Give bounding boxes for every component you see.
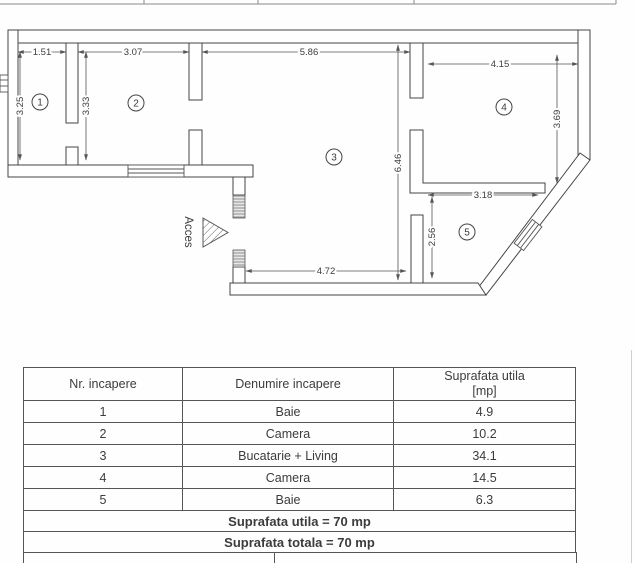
dim-label-2-56: 2.56	[427, 228, 438, 247]
dim-label-4-15: 4.15	[491, 59, 510, 70]
access-marker: Acces	[182, 216, 229, 248]
access-arrow-icon	[202, 217, 229, 248]
cell-room-area: 10.2	[393, 422, 576, 445]
window-left-wall	[0, 74, 9, 93]
dim-label-4-72: 4.72	[317, 266, 336, 277]
cropped-bottom-table-row	[23, 552, 577, 563]
access-label: Acces	[182, 216, 194, 248]
room-number-3: 3	[325, 148, 343, 166]
wall-top	[7, 29, 591, 44]
room-numbers: 1 2 3 4 5	[31, 93, 513, 241]
cell-room-area: 6.3	[393, 488, 576, 511]
table-row: 2 Camera 10.2	[23, 422, 576, 445]
room-number-5: 5	[458, 223, 476, 241]
cell-room-area: 14.5	[393, 466, 576, 489]
cell-room-nr: 2	[23, 422, 183, 445]
cell-room-name: Bucatarie + Living	[182, 444, 394, 467]
cell-room-nr: 5	[23, 488, 183, 511]
room-area-table: Nr. incapere Denumire incapere Suprafata…	[23, 367, 576, 553]
dim-label-3-33: 3.33	[81, 97, 92, 116]
total-totala-text: Suprafata totala = 70 mp	[23, 531, 576, 553]
cell-room-nr: 3	[23, 444, 183, 467]
svg-text:5: 5	[464, 228, 470, 239]
floor-plan-drawing: 1.51 3.07 5.86 4.15 3.25 3.33 6.46 3.69 …	[0, 0, 617, 296]
wall-entrance-upper	[232, 176, 246, 196]
room-number-4: 4	[495, 98, 513, 116]
cell-room-name: Camera	[182, 422, 394, 445]
dim-label-3-25: 3.25	[15, 97, 26, 116]
wall-entrance-lower	[232, 266, 246, 284]
cell-room-name: Baie	[182, 400, 394, 423]
header-denumire-incapere: Denumire incapere	[182, 367, 394, 401]
header-nr-incapere: Nr. incapere	[23, 367, 183, 401]
dim-label-6-46: 6.46	[393, 154, 404, 173]
total-totala-row: Suprafata totala = 70 mp	[23, 531, 576, 553]
table-row: 5 Baie 6.3	[23, 488, 576, 511]
table-row: 4 Camera 14.5	[23, 466, 576, 489]
door-post-top	[232, 194, 246, 219]
window-bottom-left-wall	[127, 164, 185, 178]
wall-right	[577, 29, 591, 161]
entrance-door-posts	[232, 194, 246, 268]
cropped-top-table-edge	[0, 0, 617, 5]
windows	[0, 74, 543, 252]
cell-room-area: 4.9	[393, 400, 576, 423]
wall-room3-room4-upper	[409, 42, 424, 99]
wall-room2-room3-stub	[188, 129, 203, 166]
svg-text:3: 3	[331, 153, 337, 164]
cell-room-nr: 1	[23, 400, 183, 423]
dim-label-1-51: 1.51	[33, 47, 52, 58]
window-diagonal-wall	[513, 218, 543, 252]
dim-label-3-18: 3.18	[474, 190, 493, 201]
cropped-row-divider	[274, 552, 275, 563]
svg-text:2: 2	[133, 99, 139, 110]
room-number-1: 1	[31, 93, 49, 111]
dim-label-3-07: 3.07	[124, 47, 143, 58]
cell-room-area: 34.1	[393, 444, 576, 467]
cell-room-name: Baie	[182, 488, 394, 511]
cell-room-name: Camera	[182, 466, 394, 489]
total-utila-row: Suprafata utila = 70 mp	[23, 510, 576, 532]
wall-room2-room3-upper	[188, 42, 203, 101]
door-post-bottom	[232, 249, 246, 268]
header-suprafata-utila: Suprafata utila [mp]	[393, 367, 576, 401]
table-row: 3 Bucatarie + Living 34.1	[23, 444, 576, 467]
wall-room3-room5	[410, 214, 424, 284]
dim-label-5-86: 5.86	[300, 47, 319, 58]
wall-room3-room4-lower	[409, 129, 546, 194]
svg-text:1: 1	[37, 98, 43, 109]
cell-room-nr: 4	[23, 466, 183, 489]
dim-label-3-69: 3.69	[552, 110, 563, 129]
wall-bottom	[229, 282, 487, 296]
table-row: 1 Baie 4.9	[23, 400, 576, 423]
wall-room1-room2-upper	[65, 42, 79, 124]
svg-text:4: 4	[501, 103, 507, 114]
room-number-2: 2	[127, 94, 145, 112]
dimension-labels: 1.51 3.07 5.86 4.15 3.25 3.33 6.46 3.69 …	[13, 45, 565, 279]
dimension-lines	[17, 44, 579, 281]
table-header-row: Nr. incapere Denumire incapere Suprafata…	[23, 367, 576, 401]
total-utila-text: Suprafata utila = 70 mp	[23, 510, 576, 532]
scan-artifact-line	[631, 350, 632, 563]
wall-room1-room2-stub	[65, 146, 79, 166]
